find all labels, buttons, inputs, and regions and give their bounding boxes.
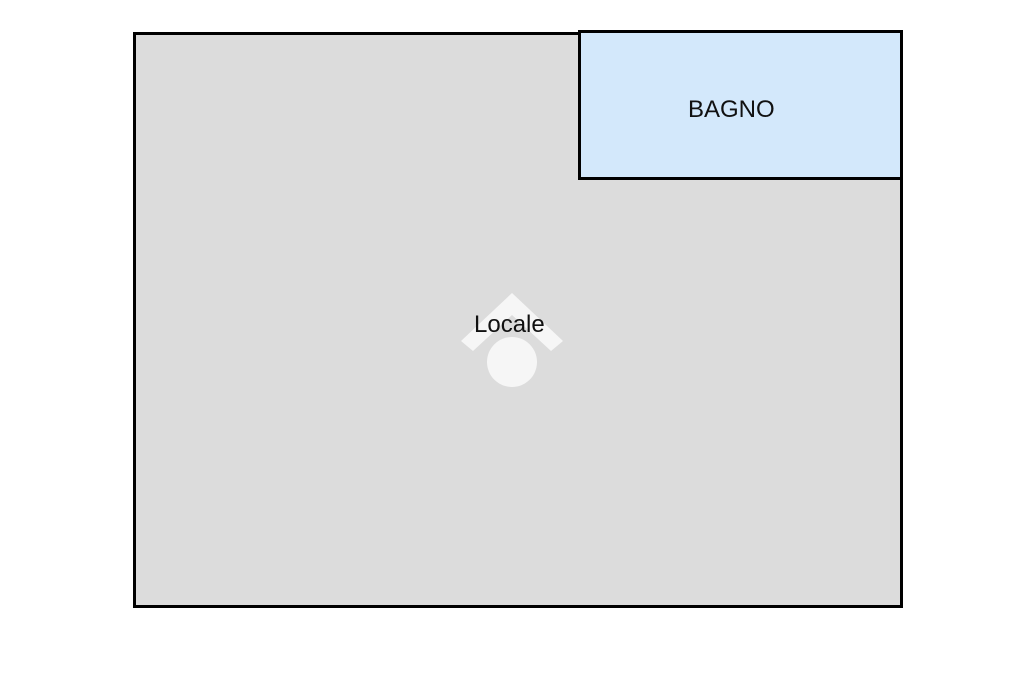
room-label-locale: Locale (474, 311, 545, 338)
room-label-bagno: BAGNO (688, 96, 775, 123)
room-bagno (578, 30, 903, 180)
